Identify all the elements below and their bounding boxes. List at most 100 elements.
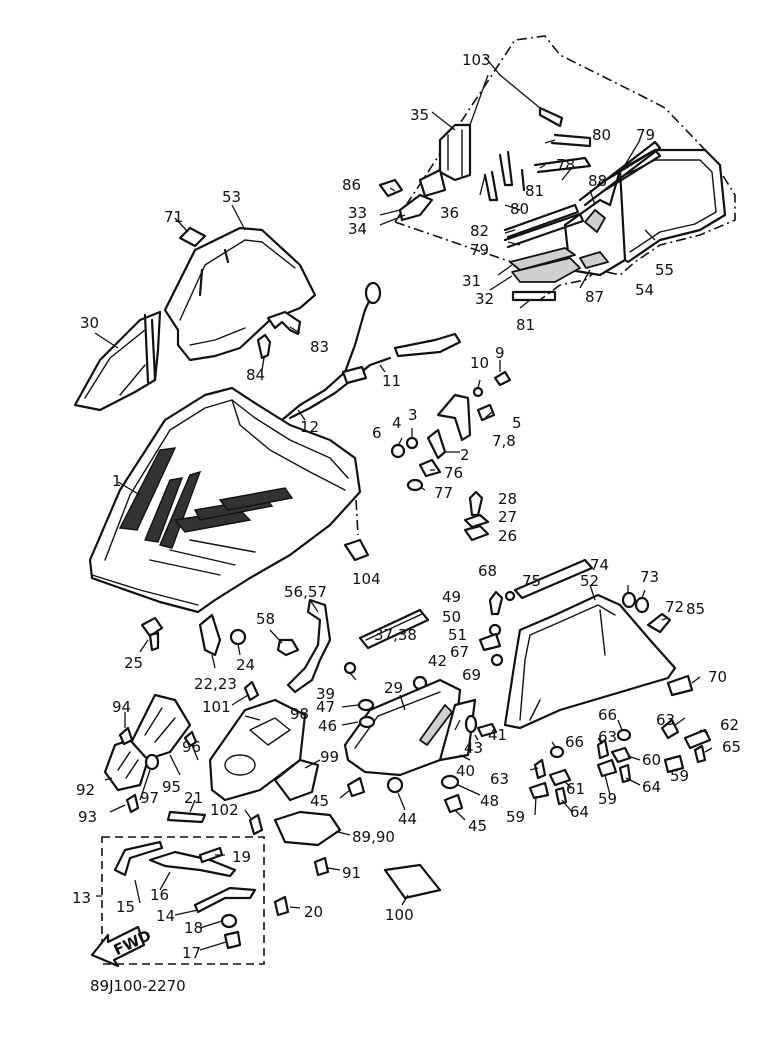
part-label: 91 (342, 864, 361, 882)
part-label: 55 (655, 261, 674, 279)
console-assembly (339, 678, 498, 821)
part-label: 42 (428, 652, 447, 670)
part-label: 65 (722, 738, 741, 756)
part-label: 71 (164, 208, 183, 226)
part-label: 4 (392, 414, 402, 432)
part-label: 89,90 (352, 828, 395, 846)
part-label: 81 (516, 316, 535, 334)
part-number-labels: 103 35 80 79 78 86 81 88 33 36 80 34 82 … (72, 51, 741, 962)
part-label: 54 (635, 281, 654, 299)
part-label: 95 (162, 778, 181, 796)
part-label: 47 (316, 698, 335, 716)
part-label: 29 (384, 679, 403, 697)
part-label: 92 (76, 781, 95, 799)
part-label: 18 (184, 919, 203, 937)
part-label: 21 (184, 789, 203, 807)
part-label: 26 (498, 527, 517, 545)
part-label: 64 (642, 778, 661, 796)
bracket-group-13 (96, 799, 265, 965)
wire-harness (280, 281, 462, 422)
mount-brackets (139, 598, 430, 694)
part-label: 9 (495, 344, 505, 362)
part-label: 6 (372, 424, 382, 442)
part-label: 60 (642, 751, 661, 769)
part-label: 100 (385, 906, 414, 924)
part-label: 104 (352, 570, 381, 588)
part-label: 22,23 (194, 675, 237, 693)
part-label: 59 (506, 808, 525, 826)
part-label: 5 (512, 414, 522, 432)
side-panel-assembly (73, 204, 317, 412)
part-label: 7,8 (492, 432, 516, 450)
part-label: 82 (470, 222, 489, 240)
part-label: 69 (462, 666, 481, 684)
part-label: 33 (348, 204, 367, 222)
part-label: 76 (444, 464, 463, 482)
part-label: 58 (256, 610, 275, 628)
part-label: 53 (222, 188, 241, 206)
part-label: 31 (462, 272, 481, 290)
fasteners (528, 717, 713, 816)
part-label: 20 (304, 903, 323, 921)
part-label: 39 (316, 685, 335, 703)
lower-left-panels (103, 680, 321, 836)
part-label: 27 (498, 508, 517, 526)
part-label: 25 (124, 654, 143, 672)
part-label: 15 (116, 898, 135, 916)
part-label: 97 (140, 789, 159, 807)
part-label: 11 (382, 372, 401, 390)
part-label: 79 (470, 241, 489, 259)
part-label: 37,38 (374, 626, 417, 644)
part-label: 87 (585, 288, 604, 306)
part-label: 43 (464, 739, 483, 757)
part-label: 70 (708, 668, 727, 686)
part-label: 41 (488, 726, 507, 744)
part-label: 66 (598, 706, 617, 724)
part-label: 2 (460, 446, 470, 464)
part-label: 88 (588, 172, 607, 190)
drawing-number: 89J100-2270 (90, 977, 186, 995)
part-label: 24 (236, 656, 255, 674)
part-label: 94 (112, 698, 131, 716)
part-label: 3 (408, 406, 418, 424)
part-label: 83 (310, 338, 329, 356)
part-label: 86 (342, 176, 361, 194)
part-label: 17 (182, 944, 201, 962)
part-label: 16 (150, 886, 169, 904)
part-label: 28 (498, 490, 517, 508)
part-label: 59 (670, 767, 689, 785)
part-label: 102 (210, 801, 239, 819)
part-label: 50 (442, 608, 461, 626)
part-label: 101 (202, 698, 231, 716)
windshield-assembly (378, 35, 736, 309)
part-label: 61 (566, 780, 585, 798)
part-label: 35 (410, 106, 429, 124)
part-label: 63 (656, 711, 675, 729)
part-label: 74 (590, 556, 609, 574)
part-label: 96 (182, 738, 201, 756)
part-label: 45 (310, 792, 329, 810)
part-label: 67 (450, 643, 469, 661)
part-label: 30 (80, 314, 99, 332)
part-label: 78 (556, 156, 575, 174)
part-label: 52 (580, 572, 599, 590)
part-label: 68 (478, 562, 497, 580)
part-label: 10 (470, 354, 489, 372)
part-label: 63 (598, 728, 617, 746)
part-label: 80 (510, 200, 529, 218)
part-label: 49 (442, 588, 461, 606)
part-label: 36 (440, 204, 459, 222)
part-label: 19 (232, 848, 251, 866)
part-label: 64 (570, 803, 589, 821)
part-label: 75 (522, 572, 541, 590)
part-label: 46 (318, 717, 337, 735)
part-label: 103 (462, 51, 491, 69)
part-label: 12 (300, 418, 319, 436)
part-label: 14 (156, 907, 175, 925)
part-label: 40 (456, 762, 475, 780)
part-label: 44 (398, 810, 417, 828)
part-label: 77 (434, 484, 453, 502)
part-label: 51 (448, 626, 467, 644)
part-label: 59 (598, 790, 617, 808)
